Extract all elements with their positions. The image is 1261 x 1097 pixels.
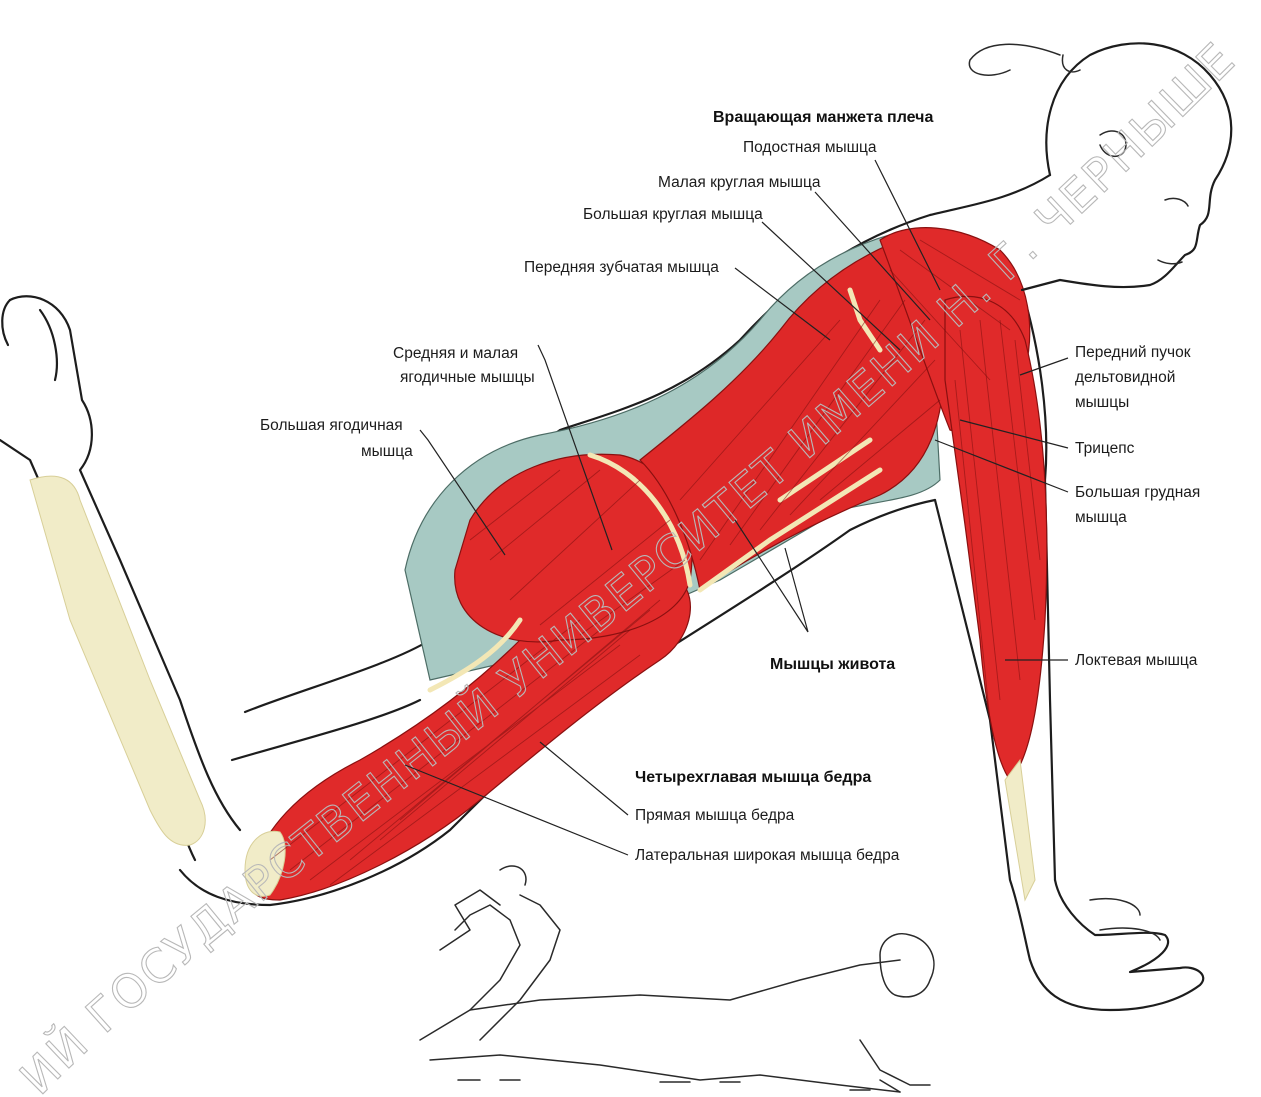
tibia-bone [30, 476, 205, 845]
label-pectoralis-major-2: мышца [1075, 509, 1127, 526]
label-gluteus-maximus-1: Большая ягодичная [260, 417, 403, 434]
foot-outline [2, 300, 57, 380]
arm-muscle [945, 296, 1047, 780]
small-figure [420, 866, 934, 1092]
label-rotator-cuff: Вращающая манжета плеча [713, 109, 933, 126]
label-anterior-deltoid-2: дельтовидной [1075, 369, 1175, 386]
label-quadriceps: Четырехглавая мышца бедра [635, 769, 871, 786]
label-abdominals: Мышцы живота [770, 656, 895, 673]
label-triceps: Трицепс [1075, 440, 1135, 457]
label-anterior-deltoid-3: мышцы [1075, 394, 1129, 411]
label-gluteus-maximus-2: мышца [361, 443, 413, 460]
label-pectoralis-major-1: Большая грудная [1075, 484, 1200, 501]
hand [1030, 880, 1203, 1010]
label-anconeus: Локтевая мышца [1075, 652, 1198, 669]
label-teres-minor: Малая круглая мышца [658, 174, 821, 191]
label-teres-major: Большая круглая мышца [583, 206, 763, 223]
lower-leg [0, 296, 240, 860]
label-rectus-femoris: Прямая мышца бедра [635, 807, 795, 824]
label-infraspinatus: Подостная мышца [743, 139, 877, 156]
label-serratus-anterior: Передняя зубчатая мышца [524, 259, 719, 276]
label-gluteus-medius-1: Средняя и малая [393, 345, 518, 362]
label-anterior-deltoid-1: Передний пучок [1075, 344, 1191, 361]
label-vastus-lateralis: Латеральная широкая мышца бедра [635, 847, 900, 864]
label-gluteus-medius-2: ягодичные мышцы [400, 369, 535, 386]
